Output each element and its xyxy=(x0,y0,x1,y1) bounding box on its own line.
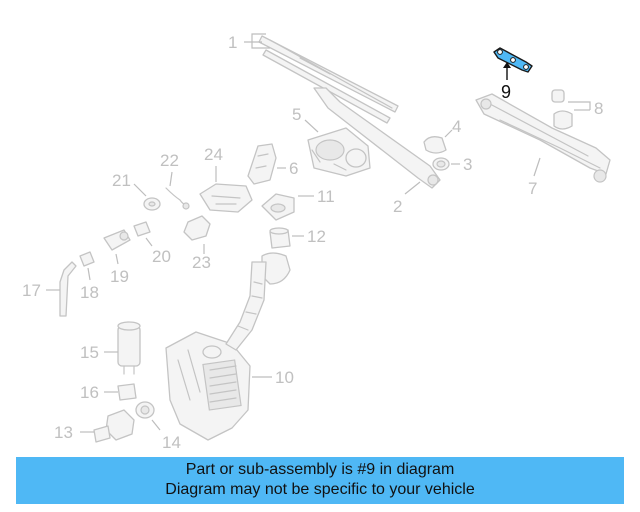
wiper-arm-part[interactable] xyxy=(313,87,441,189)
caption-line-part: Part or sub-assembly is #9 in diagram xyxy=(185,461,455,478)
pivot-cap-part[interactable] xyxy=(423,136,447,154)
callout-label-10: 10 xyxy=(275,368,294,387)
callout-22: 22 xyxy=(160,151,179,187)
callout-label-23: 23 xyxy=(192,253,211,272)
callout-21: 21 xyxy=(112,171,147,197)
wiper-motor-part[interactable] xyxy=(307,127,371,177)
callout-label-3: 3 xyxy=(463,155,472,174)
callout-label-19: 19 xyxy=(110,267,129,286)
callout-9: 9 xyxy=(501,62,511,102)
callout-2: 2 xyxy=(393,181,421,216)
callout-label-1: 1 xyxy=(228,33,237,52)
callout-4: 4 xyxy=(444,117,461,138)
wire-clip-part[interactable] xyxy=(165,187,190,210)
callout-24: 24 xyxy=(204,145,223,182)
callout-14: 14 xyxy=(151,419,181,452)
callout-label-24: 24 xyxy=(204,145,223,164)
callout-label-4: 4 xyxy=(452,117,461,136)
pump-grommet-part[interactable] xyxy=(135,401,155,419)
wiper-blade-part[interactable] xyxy=(258,35,399,124)
washer-hose-part[interactable] xyxy=(59,261,77,317)
callout-13: 13 xyxy=(54,423,94,442)
callout-label-16: 16 xyxy=(80,383,99,402)
part-info-banner: Part or sub-assembly is #9 in diagram Di… xyxy=(16,457,624,504)
callout-label-13: 13 xyxy=(54,423,73,442)
callout-18: 18 xyxy=(80,267,99,302)
callout-19: 19 xyxy=(110,253,129,286)
callout-label-12: 12 xyxy=(307,227,326,246)
callout-15: 15 xyxy=(80,343,118,362)
callout-12: 12 xyxy=(292,227,326,246)
seal-part[interactable] xyxy=(261,193,295,221)
callout-5: 5 xyxy=(292,105,319,133)
caption-line-disclaimer: Diagram may not be specific to your vehi… xyxy=(165,481,475,498)
callout-label-6: 6 xyxy=(289,159,298,178)
callout-label-15: 15 xyxy=(80,343,99,362)
callout-label-14: 14 xyxy=(162,433,181,452)
callout-11: 11 xyxy=(298,187,335,206)
callout-10: 10 xyxy=(252,368,294,387)
washer-reservoir-part[interactable] xyxy=(165,331,251,441)
callout-17: 17 xyxy=(22,281,60,300)
wiper-linkage-part[interactable] xyxy=(475,93,611,183)
callout-label-20: 20 xyxy=(152,247,171,266)
jet-part[interactable] xyxy=(183,215,211,241)
callout-label-5: 5 xyxy=(292,105,301,124)
callout-label-2: 2 xyxy=(393,197,402,216)
filler-neck-part[interactable] xyxy=(225,252,291,351)
pump-seal-part[interactable] xyxy=(117,383,137,401)
callout-label-9: 9 xyxy=(501,82,511,102)
washer-ring-part[interactable] xyxy=(143,197,161,211)
pivot-nut-part[interactable] xyxy=(432,157,450,171)
callout-label-22: 22 xyxy=(160,151,179,170)
callout-6: 6 xyxy=(277,159,298,178)
callout-1: 1 xyxy=(228,33,270,52)
nozzle-part[interactable] xyxy=(103,229,131,251)
callout-7: 7 xyxy=(528,157,541,198)
callout-label-8: 8 xyxy=(594,99,603,118)
callout-label-17: 17 xyxy=(22,281,41,300)
callout-16: 16 xyxy=(80,383,118,402)
cover-part[interactable] xyxy=(199,183,253,213)
callout-3: 3 xyxy=(451,155,472,174)
callout-label-21: 21 xyxy=(112,171,131,190)
callout-8: 8 xyxy=(568,99,603,118)
grommet-part[interactable] xyxy=(551,89,573,130)
highlighted-part-9[interactable] xyxy=(493,47,533,73)
check-valve-part[interactable] xyxy=(133,221,151,237)
callout-label-7: 7 xyxy=(528,179,537,198)
callout-23: 23 xyxy=(192,244,211,272)
connector-part[interactable] xyxy=(79,251,95,267)
callout-20: 20 xyxy=(145,237,171,266)
callout-label-18: 18 xyxy=(80,283,99,302)
washer-pump-part[interactable] xyxy=(117,321,141,375)
reservoir-cap-part[interactable] xyxy=(269,227,291,249)
pump-part[interactable] xyxy=(93,409,135,443)
bracket-part[interactable] xyxy=(247,143,277,185)
callout-label-11: 11 xyxy=(317,187,335,206)
